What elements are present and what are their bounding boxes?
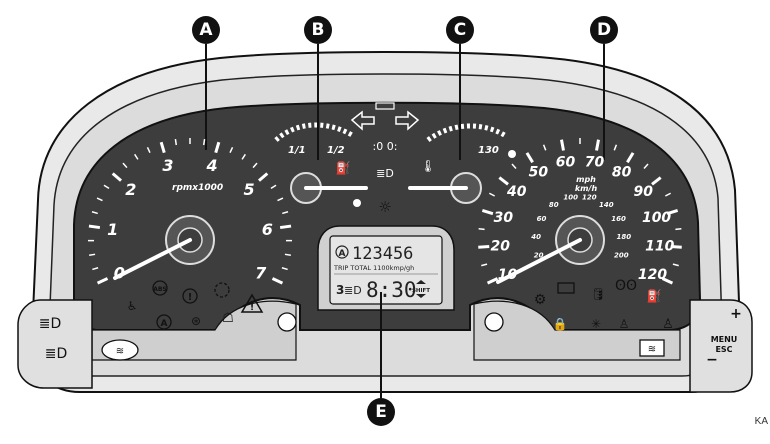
seatbelt-driver-icon: ♿	[127, 299, 138, 313]
speedometer-kmh-label-160: 160	[611, 215, 626, 223]
airbag-off-icon: ✳	[591, 317, 601, 331]
tachometer-tick	[89, 226, 100, 228]
plus-button[interactable]: +	[730, 306, 742, 322]
speedometer-kmh-label-200: 200	[614, 252, 629, 260]
side-lights-icon: :0 0:	[373, 140, 398, 153]
fuel-reserve-dot	[353, 199, 361, 207]
speedometer-mph-label-70: 70	[585, 154, 605, 170]
tachometer-label-4: 4	[205, 156, 217, 175]
front-defrost-icon: ≋	[116, 346, 124, 357]
auto-mode-icon-mark: A	[161, 319, 168, 329]
tachometer-label-2: 2	[125, 180, 136, 199]
speedometer-mph-tick	[675, 229, 681, 230]
speedometer-mph-label-90: 90	[634, 184, 654, 200]
speedometer-mph-label-60: 60	[556, 154, 576, 170]
abs-warning-icon: ABS	[153, 286, 167, 293]
speedometer-mph-tick	[561, 140, 563, 151]
speedometer-kmh-unit: km/h	[575, 184, 598, 193]
lcd-trip-line: TRIP TOTAL 1100kmp/gh	[333, 264, 414, 272]
speedometer-kmh-label-120: 120	[582, 193, 597, 201]
speedometer-mph-label-30: 30	[494, 210, 514, 226]
rear-fog-light-icon	[485, 313, 503, 331]
preheat-coil-icon: ʘʘ	[615, 278, 637, 294]
rear-defrost-icon: ≋	[648, 344, 656, 355]
tachometer-tick	[89, 254, 95, 255]
steering-warning-icon: ⊛	[191, 314, 201, 328]
tachometer-tick	[175, 139, 176, 145]
speedometer-mph-label-120: 120	[638, 267, 667, 283]
coolant-temp-icon: 🌡	[420, 159, 435, 173]
speedometer-kmh-label-180: 180	[617, 233, 632, 241]
speedometer-kmh-label-80: 80	[549, 201, 559, 209]
tachometer-label-6: 6	[262, 220, 273, 239]
callout-e: E	[367, 398, 395, 426]
lcd-headlight-icon: ≣D	[344, 284, 362, 297]
tachometer-label-5: 5	[244, 180, 255, 199]
speedometer-kmh-label-20: 20	[534, 252, 544, 260]
speedometer-kmh-label-40: 40	[531, 233, 541, 241]
speedometer-mph-label-100: 100	[642, 210, 671, 226]
front-fog-light-icon	[278, 313, 296, 331]
tachometer-label-3: 3	[162, 156, 173, 175]
callout-b: B	[304, 16, 332, 44]
lcd-odometer: 123456	[352, 244, 413, 264]
temp-gauge-max-label: 130	[478, 145, 499, 156]
headlight-leveling-down-icon: ≣D	[45, 346, 68, 362]
tachometer-tick	[280, 226, 291, 228]
tachometer-unit-label: rpmx1000	[172, 183, 223, 193]
speedometer-kmh-label-140: 140	[599, 201, 614, 209]
fuel-pump-icon: ⛽	[336, 161, 351, 175]
speedometer-mph-label-40: 40	[506, 184, 527, 200]
figure-reference-code: KA	[755, 416, 768, 427]
water-in-fuel-icon: ⛽	[647, 289, 662, 303]
fuel-gauge-half-label: 1/2	[327, 145, 345, 156]
speedometer-kmh-label-60: 60	[537, 215, 547, 223]
seatbelt-icon: ♙	[619, 317, 630, 331]
tachometer-label-1: 1	[107, 220, 118, 239]
airbag-passenger-icon: ☖	[222, 311, 234, 326]
oil-pressure-icon: 🛢	[590, 287, 605, 301]
tachometer-tick	[285, 254, 291, 255]
headlight-leveling-up-icon: ≣D	[39, 316, 62, 332]
left-button-pod	[18, 300, 92, 388]
speedometer-mph-unit: mph	[576, 175, 596, 184]
lcd-time: 8:30	[366, 278, 417, 302]
immobilizer-icon: 🔒	[553, 317, 568, 331]
lcd-shift-label: SHIFT	[412, 288, 430, 294]
engine-check-icon: ⚙	[534, 292, 547, 308]
bulb-failure-icon: ☼	[378, 198, 391, 216]
temperature-warning-dot	[508, 150, 516, 158]
tachometer-tick	[204, 139, 205, 145]
tachometer-label-0: 0	[114, 264, 125, 283]
speedometer-mph-label-80: 80	[612, 165, 632, 181]
menu-button-label[interactable]: MENU	[711, 335, 738, 344]
speedometer-kmh-label-100: 100	[563, 193, 578, 201]
speedometer-mph-label-10: 10	[498, 267, 518, 283]
callout-d: D	[590, 16, 618, 44]
tachometer-label-7: 7	[255, 264, 267, 283]
speedometer-mph-tick	[478, 246, 489, 247]
callout-a: A	[192, 16, 220, 44]
speedometer-mph-label-110: 110	[645, 239, 674, 255]
speedometer-mph-tick	[479, 229, 485, 230]
callout-c: C	[446, 16, 474, 44]
general-warning-triangle-icon-mark: !	[250, 303, 254, 313]
lcd-auto-indicator-letter: A	[339, 249, 346, 259]
fuel-gauge-full-label: 1/1	[288, 145, 306, 156]
esc-button-label[interactable]: ESC	[715, 345, 732, 354]
speedometer-mph-label-50: 50	[529, 165, 549, 181]
minus-button[interactable]: −	[706, 352, 718, 368]
speedometer-mph-label-20: 20	[490, 239, 510, 255]
seatbelt-passenger-icon: ♙	[662, 317, 674, 332]
speedometer-mph-tick	[597, 140, 599, 151]
high-beam-icon: ≣D	[376, 167, 394, 180]
brake-warning-icon-mark: !	[188, 292, 193, 303]
